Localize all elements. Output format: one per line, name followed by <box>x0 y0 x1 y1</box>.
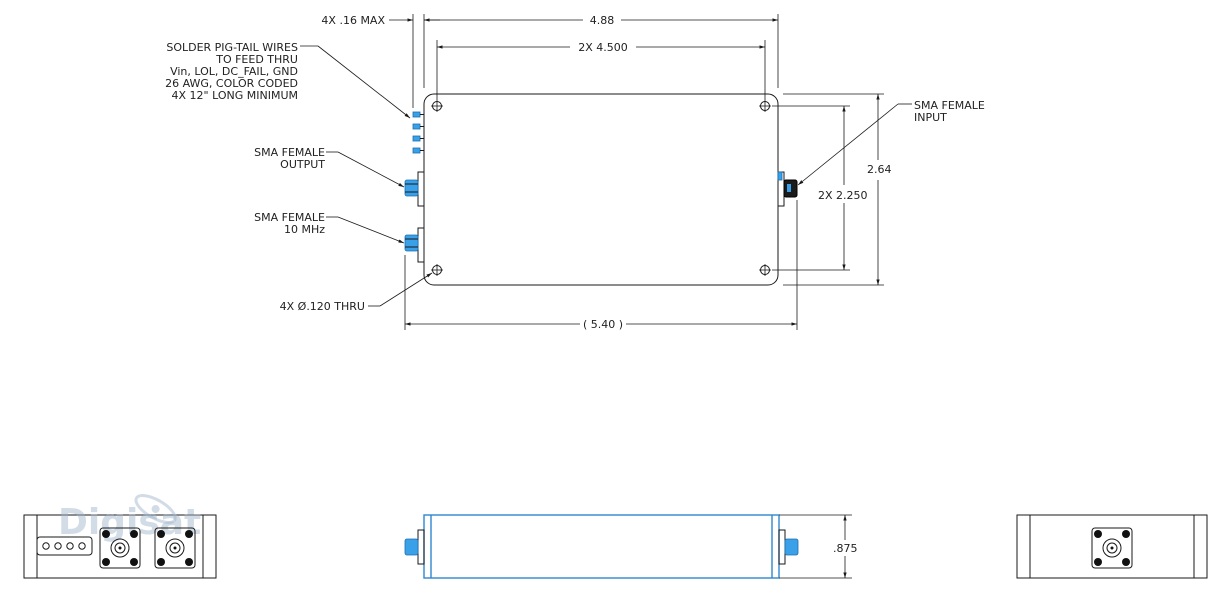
dim-hole-spacing-x: 2X 4.500 <box>578 41 628 54</box>
svg-text:SMA FEMALE: SMA FEMALE <box>254 211 325 224</box>
top-view: 4.88 2X 4.500 4X .16 MAX 2.64 2X 2.250 (… <box>165 14 985 331</box>
dim-body-height: 2.64 <box>867 163 892 176</box>
sma-flange-output <box>99 527 141 569</box>
feed-thru-pins <box>412 111 424 154</box>
dim-overall-length: ( 5.40 ) <box>583 318 623 331</box>
dim-overall-width: 4.88 <box>590 14 615 27</box>
enclosure-body <box>423 93 779 286</box>
dim-hole-callout: 4X Ø.120 THRU <box>280 300 365 313</box>
dim-hole-spacing-y: 2X 2.250 <box>818 189 868 202</box>
svg-text:SMA FEMALE: SMA FEMALE <box>914 99 985 112</box>
sma-10mhz-connector <box>404 227 425 263</box>
sma-flange-input <box>1091 527 1133 569</box>
svg-text:SMA FEMALE: SMA FEMALE <box>254 146 325 159</box>
callout-sma-output: SMA FEMALE OUTPUT <box>254 146 405 188</box>
svg-text:OUTPUT: OUTPUT <box>280 158 325 171</box>
svg-text:TO FEED THRU: TO FEED THRU <box>215 53 298 66</box>
feed-thru-block <box>36 536 93 556</box>
dim-feed-thru-length: 4X .16 MAX <box>321 14 385 27</box>
svg-text:26 AWG, COLOR CODED: 26 AWG, COLOR CODED <box>165 77 298 90</box>
right-end-view <box>1016 514 1208 579</box>
side-view: .875 <box>404 514 858 579</box>
watermark: Digisat <box>58 502 201 543</box>
sma-flange-10mhz <box>154 527 196 569</box>
svg-text:INPUT: INPUT <box>914 111 947 124</box>
svg-text:4X 12" LONG MINIMUM: 4X 12" LONG MINIMUM <box>172 89 298 102</box>
left-end-view: Digisat <box>23 494 217 579</box>
svg-text:10 MHz: 10 MHz <box>284 223 325 236</box>
callout-sma-input: SMA FEMALE INPUT <box>797 99 985 186</box>
dim-side-height: .875 <box>833 542 858 555</box>
sma-input-connector <box>777 171 798 207</box>
svg-text:SOLDER PIG-TAIL WIRES: SOLDER PIG-TAIL WIRES <box>166 41 298 54</box>
callout-sma-10mhz: SMA FEMALE 10 MHz <box>254 211 405 244</box>
sma-output-connector <box>404 171 425 207</box>
svg-text:Vin, LOL, DC_FAIL, GND: Vin, LOL, DC_FAIL, GND <box>170 65 298 78</box>
callout-mounting-holes: 4X Ø.120 THRU <box>280 272 433 313</box>
callout-feed-thru: SOLDER PIG-TAIL WIRES TO FEED THRU Vin, … <box>165 41 411 119</box>
